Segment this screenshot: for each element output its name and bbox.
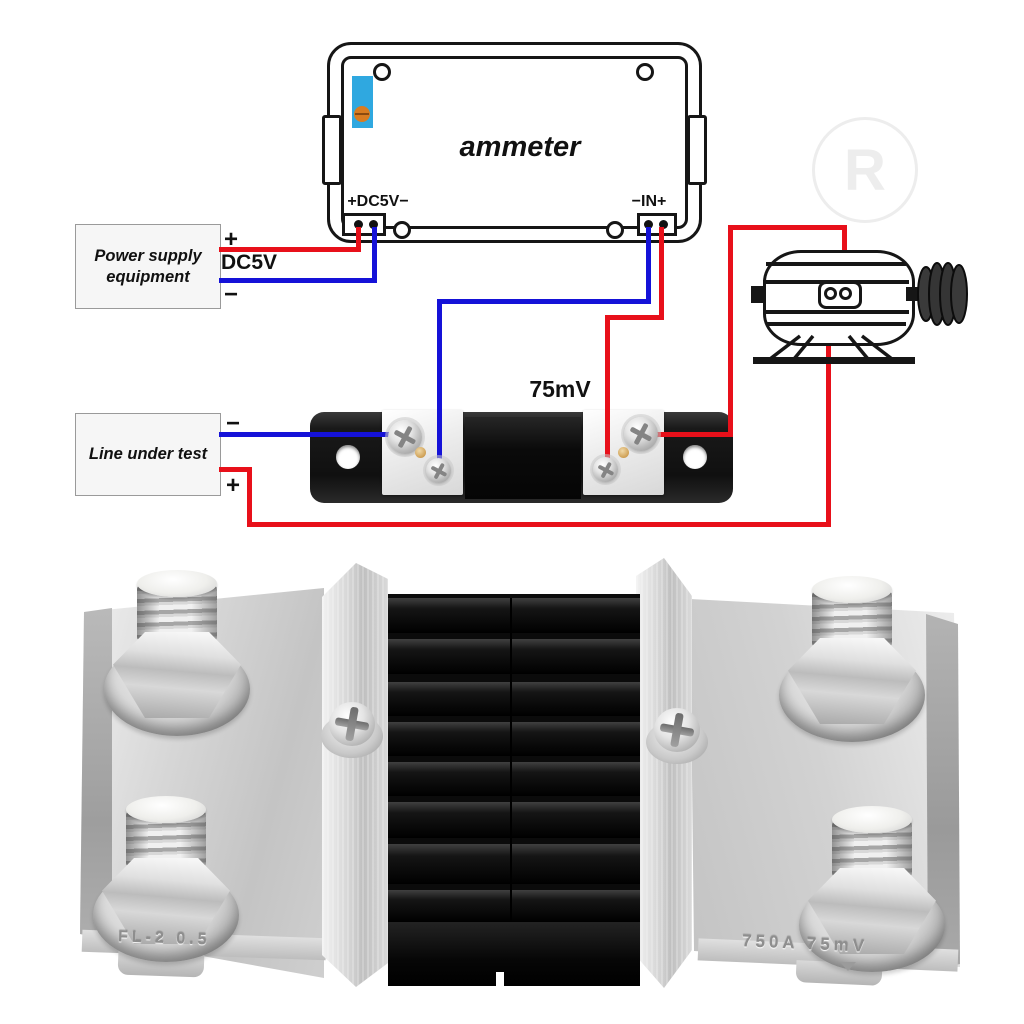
photo-right-rail — [636, 558, 692, 988]
ammeter-dc5v-terminal-label: +DC5V− — [347, 193, 409, 210]
heatsink-base — [388, 922, 640, 986]
heatsink-center-seam — [510, 598, 512, 922]
ammeter-side-clip — [687, 115, 707, 185]
wire-sense-negative — [646, 227, 651, 304]
motor-legs — [768, 334, 894, 361]
motor-housing-line — [766, 262, 906, 266]
wire-sense-negative — [437, 299, 651, 304]
mold-mark-icon — [840, 962, 856, 971]
motor-base — [753, 357, 915, 364]
heatsink-fin — [388, 802, 640, 838]
wire-load-positive — [247, 467, 252, 527]
bolt-top-face — [137, 570, 217, 597]
registered-trademark-watermark: R — [812, 117, 918, 223]
wire-load-positive — [826, 295, 831, 527]
heatsink-fin — [388, 762, 640, 796]
motor-shaft — [906, 287, 920, 301]
heatsink-fin — [388, 890, 640, 922]
ammeter-inner-panel — [341, 56, 688, 229]
hex-bolt-bottom-left — [91, 796, 241, 971]
bolt-top-face — [832, 806, 912, 833]
ammeter-in-terminal-label: −IN+ — [631, 193, 667, 210]
lut-minus-sign: − — [226, 410, 241, 437]
hex-bolt-bottom-right — [797, 806, 947, 981]
psu-plus-sign: + — [224, 226, 239, 253]
ammeter-in-terminal — [637, 213, 677, 236]
heatsink-fin — [388, 639, 640, 674]
motor-housing-line — [763, 310, 909, 314]
bolt-top-face — [812, 576, 892, 603]
motor-housing-line — [766, 322, 906, 326]
hex-bolt-top-left — [102, 570, 252, 745]
wire-motor-to-shunt — [645, 432, 733, 437]
ammeter-screw-hole — [393, 221, 411, 239]
phillips-screw-right — [645, 707, 711, 765]
wire-psu-negative — [372, 227, 377, 283]
wire-sense-positive — [659, 227, 664, 320]
photo-left-rail — [322, 563, 388, 987]
motor-left-stub — [751, 286, 763, 303]
bolt-top-face — [126, 796, 206, 823]
wire-sense-positive — [605, 315, 610, 468]
heatsink-fin — [388, 722, 640, 756]
power-supply-box: Power supply equipment — [75, 224, 221, 309]
left-block-engraving: FL-2 0.5 — [117, 928, 211, 949]
terminal-pin — [354, 220, 363, 229]
wire-sense-positive — [605, 315, 664, 320]
wire-motor-to-shunt — [728, 225, 733, 437]
heatsink-fin — [388, 844, 640, 884]
shunt-sense-screw-icon — [593, 457, 618, 482]
wire-load-positive — [219, 467, 252, 472]
heatsink-fin — [388, 682, 640, 716]
wire-load-negative — [219, 432, 409, 437]
shunt-sense-screw-icon — [426, 458, 451, 483]
ammeter-side-clip — [322, 115, 342, 185]
ammeter-screw-hole — [373, 63, 391, 81]
power-supply-label-line2: equipment — [106, 267, 190, 286]
hex-bolt-top-right — [777, 576, 927, 751]
power-supply-label-line1: Power supply — [94, 246, 202, 265]
ammeter-screw-hole — [606, 221, 624, 239]
wire-psu-negative — [219, 278, 377, 283]
ammeter-dc5v-terminal — [342, 213, 386, 236]
potentiometer-screw-icon — [354, 106, 370, 122]
terminal-pin — [659, 220, 668, 229]
heatsink-fin — [388, 598, 640, 633]
wire-psu-positive — [356, 227, 361, 252]
ammeter-label: ammeter — [459, 131, 581, 163]
motor-terminal-pin — [824, 287, 837, 300]
line-under-test-box: Line under test — [75, 413, 221, 496]
motor-pulley-icon — [917, 262, 968, 326]
ammeter-screw-hole — [636, 63, 654, 81]
shunt-rating-label: 75mV — [529, 376, 591, 402]
wire-sense-negative — [437, 299, 442, 469]
brass-dot-icon — [415, 447, 426, 458]
lut-plus-sign: + — [226, 472, 241, 499]
wire-motor-to-shunt — [728, 225, 847, 230]
photo-left-block-bevel — [80, 608, 112, 940]
terminal-pin — [369, 220, 378, 229]
wire-psu-positive — [219, 247, 361, 252]
registered-letter: R — [844, 137, 886, 203]
shunt-mount-hole — [336, 445, 360, 469]
wire-load-positive — [247, 522, 831, 527]
heatsink-bottom-notch — [496, 972, 504, 986]
psu-minus-sign: − — [224, 281, 239, 308]
brass-dot-icon — [618, 447, 629, 458]
line-under-test-label: Line under test — [88, 445, 208, 464]
photo-heatsink — [388, 594, 640, 986]
motor-terminal-pin — [839, 287, 852, 300]
shunt-mount-hole — [683, 445, 707, 469]
shunt-bolt-icon — [624, 417, 658, 451]
terminal-pin — [644, 220, 653, 229]
phillips-screw-left — [320, 701, 386, 759]
dc5v-wire-label: DC5V — [221, 251, 278, 274]
shunt-resistance-strips — [465, 417, 581, 499]
